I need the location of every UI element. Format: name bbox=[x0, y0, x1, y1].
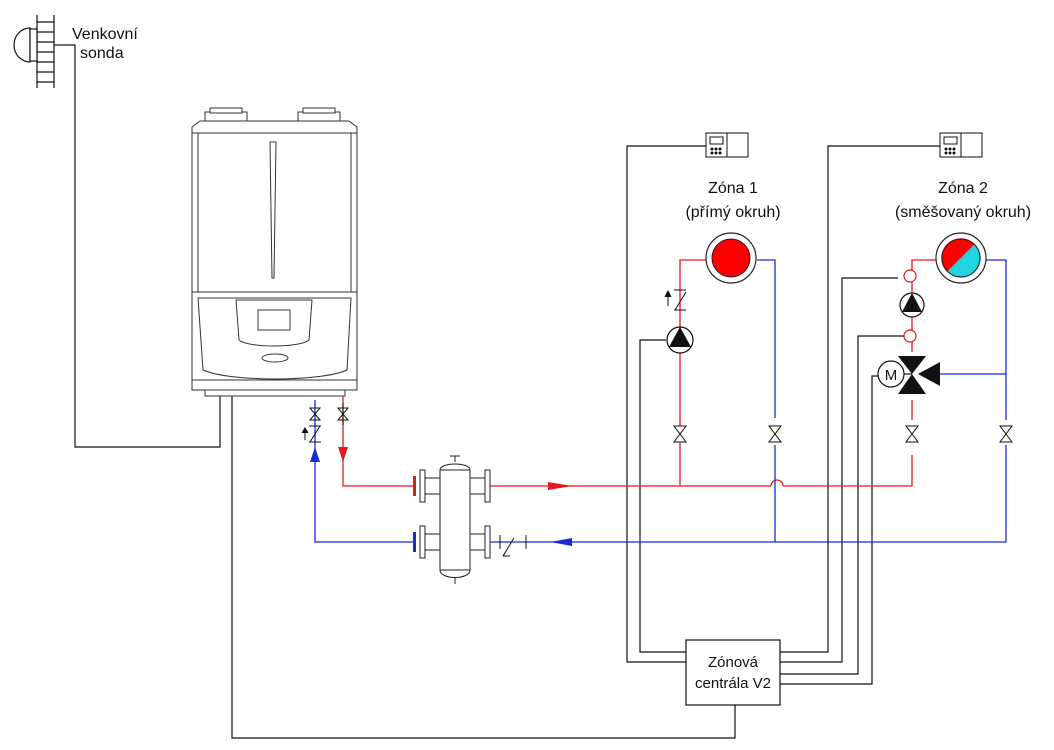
thermostat1-wire bbox=[626, 145, 706, 663]
zone1-subtitle: (přímý okruh) bbox=[685, 204, 780, 221]
zone1-pump bbox=[666, 326, 694, 354]
motor-label: M bbox=[885, 367, 898, 384]
zone2-subtitle: (směšovaný okruh) bbox=[895, 204, 1031, 221]
separator-supply-inlet-flange bbox=[413, 476, 416, 496]
pump2-wire bbox=[780, 277, 898, 663]
sensor-wire bbox=[69, 44, 221, 448]
pump1-wire bbox=[639, 339, 686, 653]
zone2-valve-motor: M bbox=[877, 360, 905, 388]
boiler-outlet-fittings bbox=[301, 403, 350, 443]
boiler bbox=[191, 107, 358, 397]
zone2-supply-valve bbox=[905, 425, 919, 443]
zone1-title: Zóna 1 bbox=[708, 180, 758, 197]
zone2-temp-probe-upper bbox=[903, 269, 917, 283]
outdoor-sensor bbox=[13, 15, 69, 88]
zone1-emitter bbox=[705, 232, 757, 284]
supply-piping bbox=[342, 259, 940, 487]
thermostat2-wire bbox=[780, 145, 940, 653]
zone1-check-valve bbox=[664, 289, 687, 311]
sensor-label-line2: sonda bbox=[80, 45, 124, 62]
return-flow-arrow-up bbox=[310, 447, 320, 462]
separator-return-outlet-flange bbox=[413, 532, 416, 552]
zone2-return-valve bbox=[999, 425, 1013, 443]
zone2-mixing-valve bbox=[898, 356, 940, 394]
sensor-label-line1: Venkovní bbox=[72, 26, 138, 43]
thermostat-zone1 bbox=[705, 132, 749, 158]
boiler-bus-wire bbox=[231, 395, 736, 739]
supply-header-arrow bbox=[548, 482, 572, 490]
zone2-pump bbox=[899, 292, 925, 318]
return-header-arrow bbox=[550, 538, 572, 546]
probe2-wire bbox=[780, 335, 904, 675]
zone2-emitter bbox=[935, 232, 987, 284]
zone1-return-valve bbox=[768, 425, 782, 443]
return-line-strainer bbox=[499, 535, 527, 557]
zone2-temp-probe-lower bbox=[903, 329, 917, 343]
hydraulic-separator bbox=[419, 455, 491, 584]
zone2-title: Zóna 2 bbox=[938, 180, 988, 197]
thermostat-zone2 bbox=[939, 132, 983, 158]
zone-central-box bbox=[685, 639, 781, 706]
zone-central-label-line1: Zónová bbox=[708, 654, 759, 671]
supply-flow-arrow-down bbox=[338, 447, 348, 462]
motor-wire bbox=[780, 375, 878, 685]
zone-central-label-line2: centrála V2 bbox=[695, 675, 771, 692]
control-wiring bbox=[69, 44, 940, 739]
zone1-supply-valve bbox=[673, 425, 687, 443]
